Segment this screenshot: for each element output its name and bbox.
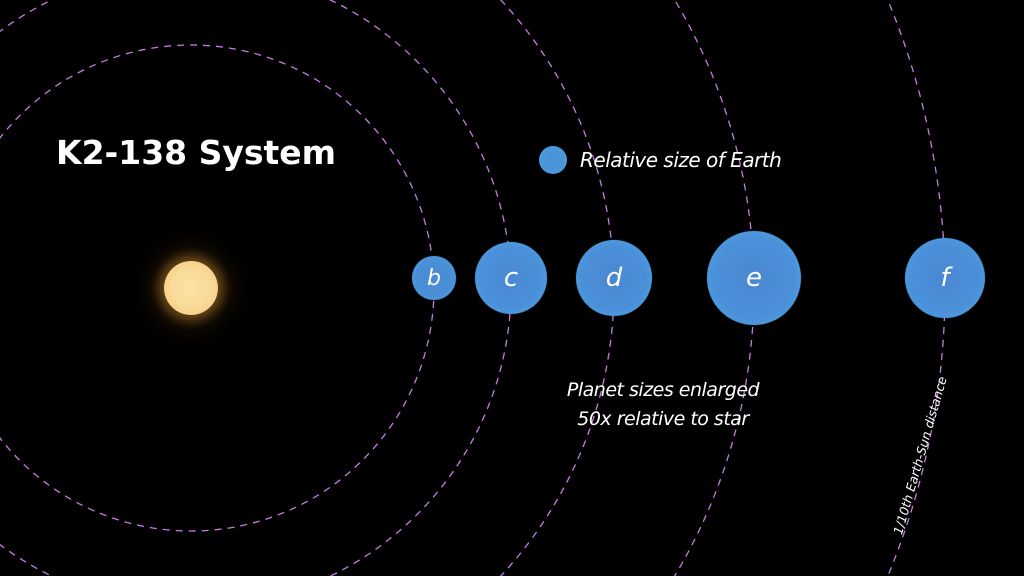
planet-label: f xyxy=(940,263,950,293)
planet-label: d xyxy=(605,263,623,293)
earth-size-icon xyxy=(539,146,567,174)
star-k2-138 xyxy=(164,261,218,315)
scale-note-line1: Planet sizes enlarged xyxy=(566,379,760,401)
planet-c: c xyxy=(475,242,547,314)
planet-f: f xyxy=(905,238,985,318)
legend-label: Relative size of Earth xyxy=(580,148,782,172)
scale-note: Planet sizes enlarged 50x relative to st… xyxy=(540,376,786,434)
planet-label: e xyxy=(746,263,762,293)
diagram-title: K2-138 System xyxy=(56,133,337,172)
legend: Relative size of Earth xyxy=(539,146,782,174)
orbit-f xyxy=(886,0,946,576)
scale-note-line2: 50x relative to star xyxy=(577,408,749,430)
planet-d: d xyxy=(576,240,652,316)
planet-e: e xyxy=(707,231,801,325)
planet-label: b xyxy=(427,265,441,291)
planet-label: c xyxy=(503,263,519,293)
planet-b: b xyxy=(412,256,456,300)
